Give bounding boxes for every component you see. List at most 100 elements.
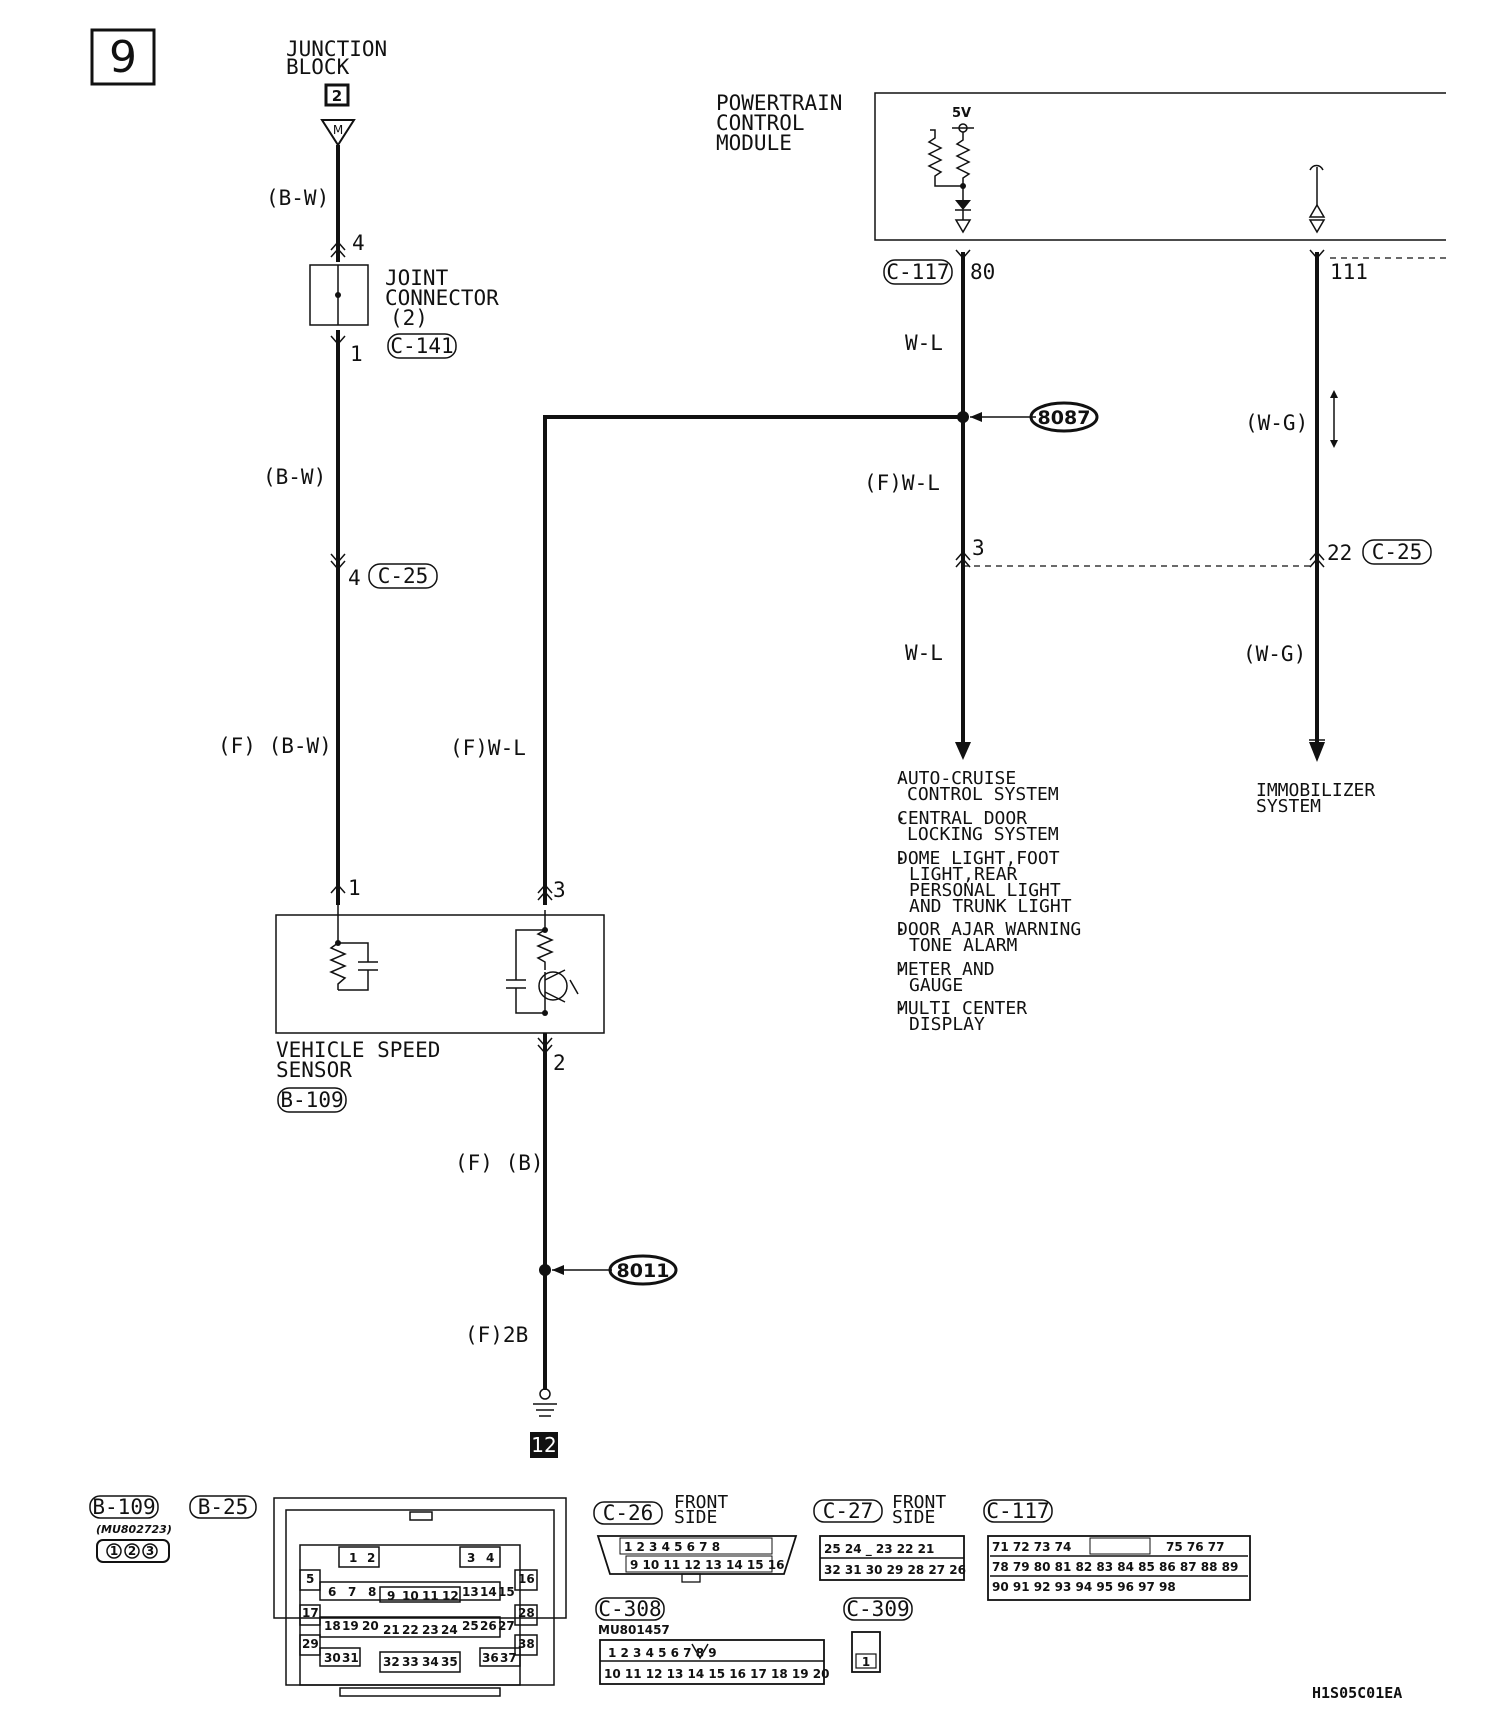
figure-code: H1S05C01EA [1312, 1684, 1402, 1702]
svg-text:24: 24 [441, 1623, 458, 1637]
svg-text:25: 25 [462, 1619, 479, 1633]
vss-pin-1: 1 [348, 876, 361, 900]
pcm-pin-111: 111 [1330, 260, 1368, 284]
svg-text:13: 13 [462, 1585, 479, 1599]
svg-text:3: 3 [467, 1551, 475, 1565]
connector-view-c27: C-27 FRONT SIDE 25 24 _ 23 22 21 32 31 3… [813, 1492, 966, 1581]
b109-label: B-109 [92, 1495, 155, 1519]
c26-side2: SIDE [674, 1507, 717, 1528]
svg-text:35: 35 [441, 1655, 458, 1669]
b25-label: B-25 [198, 1495, 249, 1519]
svg-text:10 11 12 13 14 15 16 17 18 19: 10 11 12 13 14 15 16 17 18 19 20 [604, 1667, 829, 1681]
wl-arrow-icon [955, 742, 971, 760]
c309-pin: 1 [862, 1655, 870, 1669]
splice-lower: 8011 [552, 1254, 678, 1286]
pcm-pin-80: 80 [970, 260, 995, 284]
c25-pin-right: 22 [1327, 541, 1352, 565]
svg-text:32 31 30 29 28 27 26: 32 31 30 29 28 27 26 [824, 1563, 966, 1577]
connector-view-c309: C-309 1 [843, 1597, 913, 1673]
c309-label: C-309 [846, 1597, 909, 1621]
svg-text:29: 29 [302, 1637, 319, 1651]
junction-block-line1: JUNCTION [286, 37, 387, 61]
svg-text:17: 17 [302, 1606, 319, 1620]
svg-text:2: 2 [367, 1551, 375, 1565]
dest-3-line2: LIGHT,REAR [909, 864, 1018, 885]
connector-view-b109: B-109 (MU802723) 1 2 3 [89, 1495, 172, 1563]
wire-label-wl-top: W-L [905, 331, 943, 355]
joint-connector-line1: JOINT [385, 266, 449, 290]
svg-text:33: 33 [402, 1655, 419, 1669]
c308-part: MU801457 [598, 1623, 670, 1637]
junction-block-number: 2 [332, 87, 342, 105]
wire-label-bw-1: (B-W) [266, 186, 329, 210]
svg-text:4: 4 [486, 1551, 494, 1565]
svg-text:21: 21 [383, 1623, 400, 1637]
joint-connector-id: C-141 [390, 334, 453, 358]
c117-label: C-117 [986, 1499, 1049, 1523]
dest-2-line2: LOCKING SYSTEM [907, 824, 1059, 845]
junction-block-pin: M [333, 123, 343, 137]
svg-text:38: 38 [518, 1637, 535, 1651]
white-blue-wire [955, 249, 971, 760]
dest-5-line2: GAUGE [909, 975, 963, 996]
svg-text:28: 28 [518, 1606, 535, 1620]
svg-text:1 2 3 4 5 6 7 8: 1 2 3 4 5 6 7 8 [624, 1540, 720, 1554]
vss-line2: SENSOR [276, 1058, 352, 1082]
c25-connector-left: C-25 [378, 564, 429, 588]
splice-lower-id: 8011 [617, 1260, 670, 1282]
vss-connector-id: B-109 [280, 1088, 343, 1112]
pcm-voltage: 5V [952, 106, 971, 121]
pcm-line2: CONTROL [716, 111, 805, 135]
c26-label: C-26 [603, 1501, 654, 1525]
svg-text:2: 2 [128, 1544, 136, 1558]
pcm-line1: POWERTRAIN [716, 91, 842, 115]
dest-3-line3: PERSONAL LIGHT [909, 880, 1061, 901]
svg-text:37: 37 [500, 1651, 517, 1665]
svg-text:6: 6 [328, 1585, 336, 1599]
wire-label-wg-bottom: (W-G) [1243, 642, 1306, 666]
dest-6-line1: MULTI CENTER [897, 998, 1027, 1019]
powertrain-control-module: POWERTRAIN CONTROL MODULE 5V [716, 91, 1446, 241]
svg-text:26: 26 [480, 1619, 497, 1633]
left-black-white-wire [330, 145, 346, 905]
svg-text:16: 16 [518, 1572, 535, 1586]
wire-label-wg-top: (W-G) [1245, 411, 1308, 435]
junction-block-line2: BLOCK [286, 55, 350, 79]
svg-text:3: 3 [146, 1544, 154, 1558]
junction-block-connector-face [273, 1497, 567, 1697]
junction-block-terminal-icon [320, 119, 356, 147]
wire-label-f-wl-left: (F)W-L [450, 736, 526, 760]
svg-text:90 91 92 93 94 95 96: 90 91 92 93 94 95 96 97 98 [992, 1580, 1176, 1594]
c308-label: C-308 [598, 1597, 661, 1621]
dest-4-line1: DOOR AJAR WARNING [897, 919, 1081, 940]
svg-text:1 2 3 4 5 6 7 8: 1 2 3 4 5 6 7 8 9 [608, 1646, 717, 1660]
svg-text:25 24 _ 23 22 21: 25 24 _ 23 22 21 [824, 1542, 934, 1557]
connector-view-c26: C-26 FRONT SIDE 1 2 3 4 5 6 7 8 9 10 11 … [593, 1492, 798, 1583]
svg-text:78 79 80 81 82 83 84 85 86 87: 78 79 80 81 82 83 84 85 86 87 88 89 [992, 1560, 1238, 1574]
dest-5-line1: METER AND [897, 959, 995, 980]
c27-side2: SIDE [892, 1507, 935, 1528]
svg-text:75 76 77: 75 76 77 [1166, 1540, 1224, 1554]
svg-text:32: 32 [383, 1655, 400, 1669]
page-number: 9 [109, 32, 137, 83]
svg-text:10: 10 [402, 1589, 419, 1603]
svg-text:11: 11 [422, 1589, 439, 1603]
svg-text:8: 8 [368, 1585, 376, 1599]
wire-label-f-2b: (F)2B [465, 1323, 528, 1347]
pcm-connector-id: C-117 [886, 260, 949, 284]
svg-text:14: 14 [480, 1585, 497, 1599]
immobilizer-line2: SYSTEM [1256, 796, 1321, 817]
vss-line1: VEHICLE SPEED [276, 1038, 440, 1062]
joint-connector-line2: CONNECTOR [385, 286, 499, 310]
joint-connector: 4 1 JOINT CONNECTOR (2) C-141 [309, 231, 499, 366]
c25-pin-mid: 3 [972, 536, 985, 560]
svg-text:22: 22 [402, 1623, 419, 1637]
svg-text:34: 34 [422, 1655, 439, 1669]
wire-label-wl-bottom: W-L [905, 641, 943, 665]
c26-side1: FRONT [674, 1492, 728, 1513]
svg-text:30: 30 [324, 1651, 341, 1665]
dest-6-line2: DISPLAY [909, 1014, 985, 1035]
wire-label-f-wl-mid: (F)W-L [864, 471, 940, 495]
